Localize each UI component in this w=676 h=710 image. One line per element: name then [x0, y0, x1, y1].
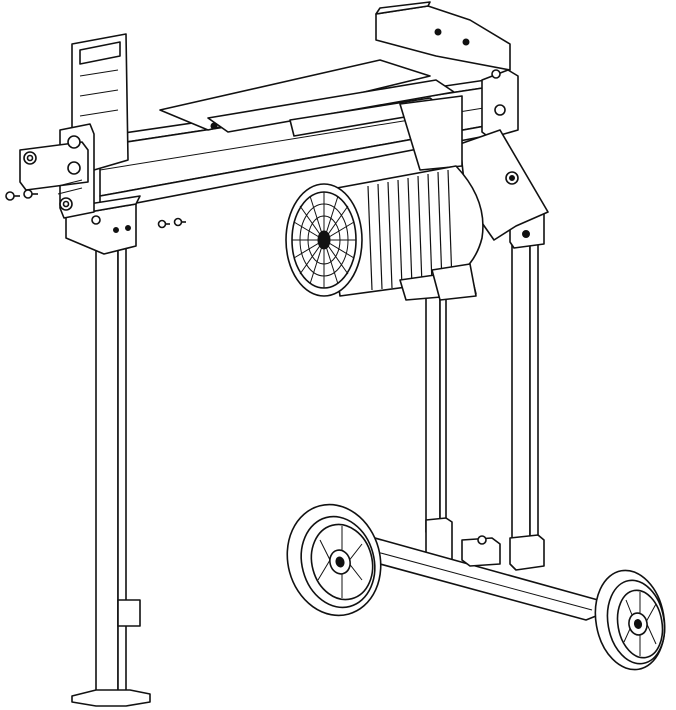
electric-motor: [285, 165, 484, 301]
rear-right-leg: [509, 207, 545, 571]
splitting-wedge: [375, 1, 519, 139]
axle-bolt: [477, 535, 487, 545]
main-beam: [65, 59, 497, 255]
left-wheel: [286, 503, 382, 617]
front-left-leg: [71, 243, 151, 707]
leg-clamp-block: [117, 599, 141, 627]
right-wheel: [594, 569, 666, 671]
rear-left-leg: [425, 282, 453, 563]
push-plate: [19, 33, 129, 219]
table-bolt: [210, 122, 218, 130]
axle-bracket: [461, 537, 501, 567]
cooling-fins: [367, 169, 453, 291]
leg-bolt: [522, 230, 530, 238]
loose-screws: [5, 189, 186, 229]
